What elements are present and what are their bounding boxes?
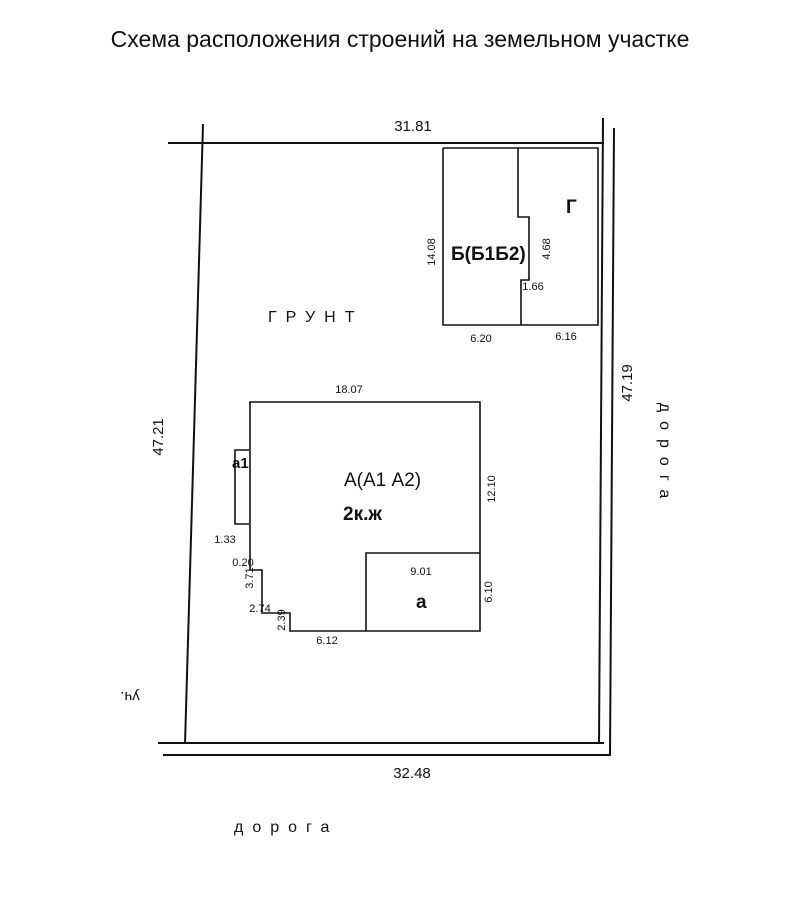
building-b-inner-height-dim: 4.68 xyxy=(541,238,553,259)
building-b-label: Б(Б1Б2) xyxy=(451,244,526,265)
building-b-outline xyxy=(442,147,599,326)
page-title: Схема расположения строений на земельном… xyxy=(110,26,690,52)
building-a-bottom-dim: 6.12 xyxy=(316,635,337,647)
building-a-dim-020: 0.20 xyxy=(232,557,253,569)
uch-label: уч. xyxy=(120,688,139,705)
building-a1-annex xyxy=(234,449,249,525)
building-a-right-dim: 12.10 xyxy=(486,475,498,503)
plot-top-length: 31.81 xyxy=(394,118,432,135)
road-right-edge xyxy=(609,127,615,756)
road-right-label: дорога xyxy=(656,403,673,507)
building-b-bottom-right-dim: 6.16 xyxy=(555,331,576,343)
building-a1-label: а1 xyxy=(232,455,249,472)
ground-label: ГРУНТ xyxy=(268,309,363,326)
road-bottom-label: дорога xyxy=(234,819,338,836)
building-b-step-dim: 1.66 xyxy=(522,281,543,293)
building-a-floors: 2к.ж xyxy=(343,504,382,525)
building-b-height-dim: 14.08 xyxy=(426,238,438,266)
building-a-annex-label: а xyxy=(416,592,427,613)
plot-left-boundary xyxy=(184,123,204,745)
building-a-annex-outline xyxy=(365,552,480,631)
building-b-annex-label: Г xyxy=(566,197,577,218)
building-a-dim-274: 2.74 xyxy=(249,603,270,615)
building-a-annex-top-dim: 9.01 xyxy=(410,566,431,578)
building-a-annex-right-dim: 6.10 xyxy=(483,581,495,602)
building-b-inner-wall xyxy=(517,148,530,325)
building-a-top-dim: 18.07 xyxy=(335,384,363,396)
building-b-bottom-left-dim: 6.20 xyxy=(470,333,491,345)
building-a-dim-371: 3.71 xyxy=(244,567,256,588)
building-a-outline xyxy=(249,401,481,632)
building-a-label: А(А1 А2) xyxy=(344,470,421,491)
plot-left-length: 47.21 xyxy=(150,418,167,456)
plot-right-length: 47.19 xyxy=(619,364,636,402)
plot-right-boundary xyxy=(598,117,604,745)
building-a-dim-239: 2.39 xyxy=(276,609,288,630)
plot-bottom-length: 32.48 xyxy=(393,765,431,782)
building-a-dim-133: 1.33 xyxy=(214,534,235,546)
